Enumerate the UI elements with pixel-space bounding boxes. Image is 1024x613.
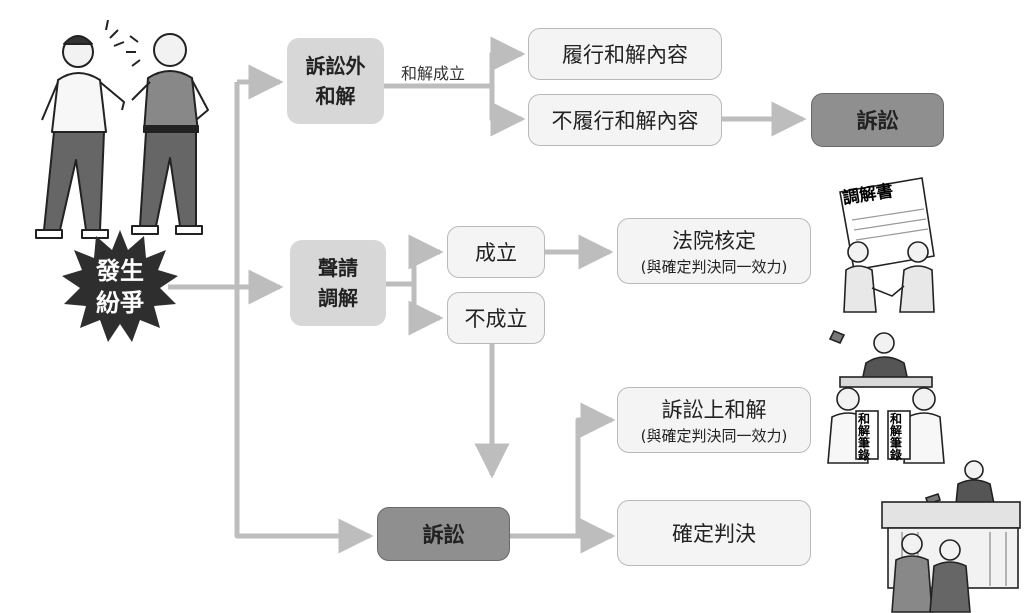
court-settlement-title: 訴訟上和解 [661, 398, 767, 422]
not-perform-label: 不履行和解內容 [551, 109, 699, 133]
court-settlement-note: (與確定判決同一效力) [640, 427, 788, 445]
court-approval-title: 法院核定 [672, 229, 756, 253]
edge-to-not-perform [489, 86, 526, 137]
dispute-burst-shape [62, 230, 178, 342]
mediation-success-node: 成立 [447, 226, 545, 278]
final-judgment-label: 確定判決 [672, 522, 756, 546]
courtroom-judgment-illustration [881, 460, 1021, 613]
success-label: 成立 [475, 241, 517, 265]
out-of-court-settlement-node: 訴訟外 和解 [287, 38, 384, 124]
dispute-line1: 發生 [96, 257, 144, 285]
dispute-line2: 紛爭 [96, 289, 144, 317]
edge-to-court-settlement [575, 402, 616, 536]
mediation-handshake-illustration [839, 177, 935, 313]
edge-to-perform [489, 36, 526, 86]
mediation-line1: 聲請 [318, 256, 358, 280]
mediation-line2: 調解 [318, 286, 358, 310]
perform-label: 履行和解內容 [562, 43, 688, 67]
out-of-court-line1: 訴訟外 [305, 54, 366, 78]
edge-trunk-down [234, 287, 374, 554]
final-judgment-node: 確定判決 [617, 500, 811, 566]
lawsuit-right-node: 訴訟 [811, 93, 944, 147]
settlement-record-2-label: 和解筆錄 [890, 412, 903, 462]
lawsuit-right-label: 訴訟 [856, 109, 899, 133]
dispute-start: 發生 紛爭 [66, 244, 174, 330]
mediation-failure-node: 不成立 [447, 292, 545, 344]
lawsuit-main-node: 訴訟 [377, 507, 510, 561]
arguing-people-illustration [35, 20, 209, 239]
perform-settlement-node: 履行和解內容 [528, 28, 722, 80]
out-of-court-line2: 和解 [315, 84, 356, 108]
edge-to-success [408, 234, 444, 284]
failure-label: 不成立 [464, 307, 528, 331]
court-settlement-node: 訴訟上和解 (與確定判決同一效力) [617, 387, 811, 453]
edge-to-failure [408, 284, 444, 336]
settlement-record-1-label: 和解筆錄 [858, 412, 871, 462]
settlement-reached-label: 和解成立 [401, 64, 466, 83]
not-perform-settlement-node: 不履行和解內容 [528, 94, 722, 146]
lawsuit-main-label: 訴訟 [422, 523, 465, 547]
court-settlement-illustration [827, 329, 945, 464]
court-approval-node: 法院核定 (與確定判決同一效力) [617, 218, 811, 284]
court-approval-note: (與確定判決同一效力) [640, 258, 788, 276]
mediation-node: 聲請 調解 [290, 240, 386, 326]
